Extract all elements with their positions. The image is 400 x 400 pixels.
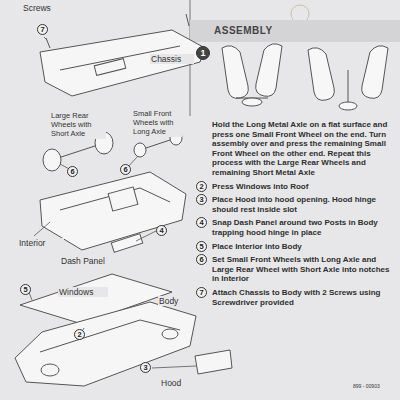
callout-text: 4 <box>159 226 163 235</box>
callout-text: 7 <box>199 288 203 297</box>
part-code: 899 - 00903 <box>352 384 381 390</box>
part-label: Small Front Wheels with Long Axle <box>132 110 182 137</box>
callout-number: 7 <box>196 287 207 298</box>
callout-text: 5 <box>199 242 203 251</box>
callout-text: 7 <box>40 25 44 34</box>
callout-number: 4 <box>156 225 167 236</box>
instruction-step: Snap Dash Panel around two Posts in Body… <box>212 218 394 237</box>
instruction-step: Place Hood into hood opening. Hood hinge… <box>212 195 394 214</box>
callout-number: 6 <box>120 164 131 175</box>
callout-text: 4 <box>199 218 203 227</box>
callout-number: 6 <box>196 254 207 265</box>
callout-text: 6 <box>199 255 203 264</box>
instruction-step: Place Interior into Body <box>212 242 394 252</box>
callout-number: 5 <box>20 284 31 295</box>
callout-number: 2 <box>74 329 85 340</box>
callout-text: 6 <box>70 167 74 176</box>
callout-number: 4 <box>196 217 207 228</box>
instruction-step: Press Windows into Roof <box>212 182 394 192</box>
callout-text: 2 <box>77 330 81 339</box>
instruction-step: Set Small Front Wheels with Long Axle an… <box>212 255 394 284</box>
callout-text: 2 <box>199 182 203 191</box>
callout-number: 3 <box>140 362 151 373</box>
part-label: Screws <box>22 3 66 13</box>
callout-number: 5 <box>196 241 207 252</box>
section-heading: ASSEMBLY <box>214 25 273 36</box>
callout-text: 1 <box>200 48 205 58</box>
callout-number: 2 <box>196 181 207 192</box>
part-label: Chassis <box>150 54 194 64</box>
header-band <box>190 20 400 42</box>
callout-text: 3 <box>143 363 147 372</box>
part-label: Large Rear Wheels with Short Axle <box>50 112 106 139</box>
callout-number: 7 <box>37 24 48 35</box>
callout-text: 6 <box>123 165 127 174</box>
part-label: Dash Panel <box>60 256 116 266</box>
part-label: Interior <box>18 238 64 248</box>
callout-number: 3 <box>196 194 207 205</box>
part-label: Hood <box>160 378 194 388</box>
part-label: Windows <box>58 287 108 297</box>
callout-text: 5 <box>23 285 27 294</box>
callout-number: 6 <box>67 166 78 177</box>
callout-number: 1 <box>196 46 210 60</box>
callout-text: 3 <box>199 195 203 204</box>
instruction-step: Attach Chassis to Body with 2 Screws usi… <box>212 288 394 307</box>
part-label: Body <box>158 296 192 306</box>
instruction-step: Hold the Long Metal Axle on a flat surfa… <box>212 120 394 178</box>
